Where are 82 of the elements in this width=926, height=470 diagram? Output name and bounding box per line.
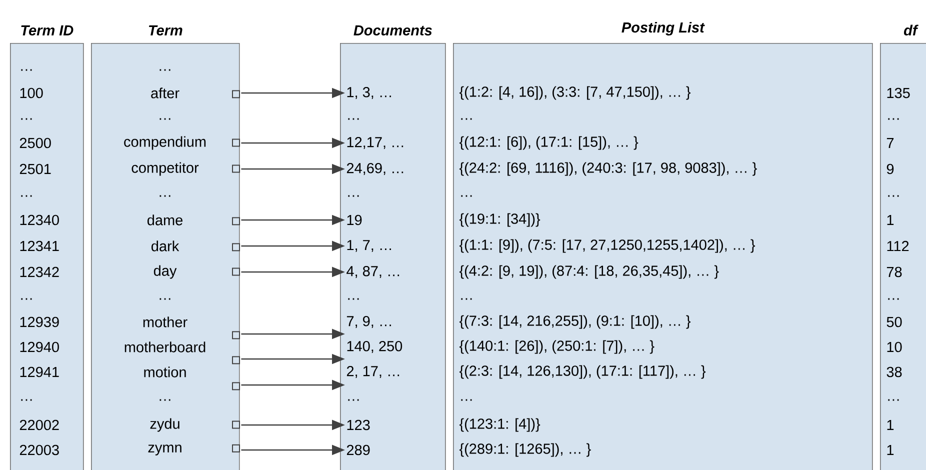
table-cell: 22002 bbox=[20, 420, 59, 430]
table-cell: {(7:3: [14, 216,255]), (9:1: [10]), … } bbox=[459, 315, 691, 329]
table-cell: … bbox=[160, 118, 170, 120]
table-cell: … bbox=[888, 399, 899, 401]
table-cell: … bbox=[461, 298, 472, 300]
table-cell: competitor bbox=[132, 162, 240, 176]
table-cell: {(1:2: [4, 16]), (3:3: [7, 47,150]), … } bbox=[459, 86, 691, 100]
table-cell: compendium bbox=[124, 136, 240, 150]
table-cell: {(2:3: [14, 126,130]), (17:1: [117]), … } bbox=[459, 365, 706, 379]
table-cell: after bbox=[151, 88, 240, 98]
table-cell: 100 bbox=[20, 88, 43, 98]
table-cell: 1, 3, … bbox=[347, 87, 391, 99]
table-cell: 12939 bbox=[20, 316, 59, 328]
table-cell: … bbox=[160, 195, 170, 197]
table-cell: 38 bbox=[886, 366, 902, 378]
table-cell: {(24:2: [69, 1116]), (240:3: [17, 98, 9083]), … } bbox=[459, 162, 757, 176]
table-cell: … bbox=[160, 399, 170, 401]
table-cell: … bbox=[348, 118, 359, 120]
node-label: Term bbox=[148, 25, 182, 36]
table-cell: 1, 7, … bbox=[347, 240, 391, 252]
table-cell: 19 bbox=[347, 214, 362, 226]
table-cell: motherboard bbox=[124, 342, 240, 364]
table-cell: {(123:1: [4])} bbox=[459, 418, 540, 432]
table-cell: 12342 bbox=[20, 266, 59, 278]
table-cell: … bbox=[21, 195, 32, 197]
table-cell: {(289:1: [1265]), … } bbox=[459, 443, 591, 457]
table-cell: … bbox=[461, 118, 472, 120]
table-cell: 12341 bbox=[20, 240, 59, 252]
table-cell: 78 bbox=[886, 266, 902, 278]
table-cell: … bbox=[888, 298, 899, 300]
table-cell: … bbox=[160, 69, 170, 71]
table-cell: 2, 17, … bbox=[346, 366, 400, 378]
table-cell: {(140:1: [26]), (250:1: [7]), … } bbox=[459, 340, 654, 354]
table-cell: 2500 bbox=[20, 138, 51, 148]
node-label: Posting List bbox=[622, 22, 705, 36]
table-cell: … bbox=[461, 195, 472, 197]
table-cell: 140, 250 bbox=[347, 341, 402, 353]
table-cell: 2501 bbox=[20, 164, 51, 174]
table-cell: … bbox=[21, 69, 32, 71]
table-cell: … bbox=[21, 399, 32, 401]
table-cell: 4, 87, … bbox=[346, 266, 400, 278]
node-label: Documents bbox=[354, 25, 432, 36]
table-cell: 50 bbox=[886, 316, 902, 328]
table-cell: 289 bbox=[346, 444, 370, 456]
table-cell: dark bbox=[152, 240, 240, 252]
table-cell: 1 bbox=[887, 215, 894, 225]
table-cell: … bbox=[21, 118, 32, 120]
table-cell: … bbox=[348, 298, 359, 300]
table-cell: motion bbox=[144, 366, 240, 390]
table-cell: 12941 bbox=[20, 366, 59, 378]
table-cell: 1 bbox=[887, 420, 894, 430]
table-cell: {(12:1: [6]), (17:1: [15]), … } bbox=[459, 136, 638, 150]
table-cell: 24,69, … bbox=[346, 163, 404, 175]
table-cell: 7, 9, … bbox=[346, 316, 391, 328]
table-cell: 12340 bbox=[20, 214, 59, 226]
table-cell: … bbox=[348, 399, 359, 401]
table-cell: dame bbox=[147, 214, 240, 226]
node-label: Term ID bbox=[21, 25, 74, 36]
table-cell: {(1:1: [9]), (7:5: [17, 27,1250,1255,1402]), … } bbox=[459, 239, 756, 253]
table-cell: zymn bbox=[148, 444, 240, 456]
table-cell: 123 bbox=[347, 420, 370, 430]
table-cell: 1 bbox=[887, 445, 894, 455]
table-cell: 12940 bbox=[20, 342, 59, 352]
table-cell: mother bbox=[143, 316, 240, 340]
table-cell: … bbox=[888, 195, 899, 197]
table-cell: {(4:2: [9, 19]), (87:4: [18, 26,35,45]), … } bbox=[459, 265, 719, 279]
table-cell: … bbox=[888, 118, 899, 120]
table-cell: … bbox=[461, 399, 472, 401]
table-cell: 9 bbox=[886, 164, 894, 174]
table-cell: 22003 bbox=[20, 444, 59, 456]
table-cell: … bbox=[160, 298, 170, 300]
table-cell: 112 bbox=[887, 240, 909, 252]
table-cell: 10 bbox=[887, 342, 902, 352]
table-cell: … bbox=[348, 195, 359, 197]
table-cell: 135 bbox=[887, 88, 910, 98]
table-cell: 12,17, … bbox=[347, 137, 404, 149]
table-cell: 7 bbox=[886, 138, 894, 148]
table-cell: … bbox=[21, 298, 32, 300]
table-cell: day bbox=[154, 265, 240, 279]
node-label: df bbox=[904, 24, 918, 36]
table-cell: {(19:1: [34])} bbox=[459, 213, 540, 227]
table-cell: zydu bbox=[150, 418, 240, 432]
